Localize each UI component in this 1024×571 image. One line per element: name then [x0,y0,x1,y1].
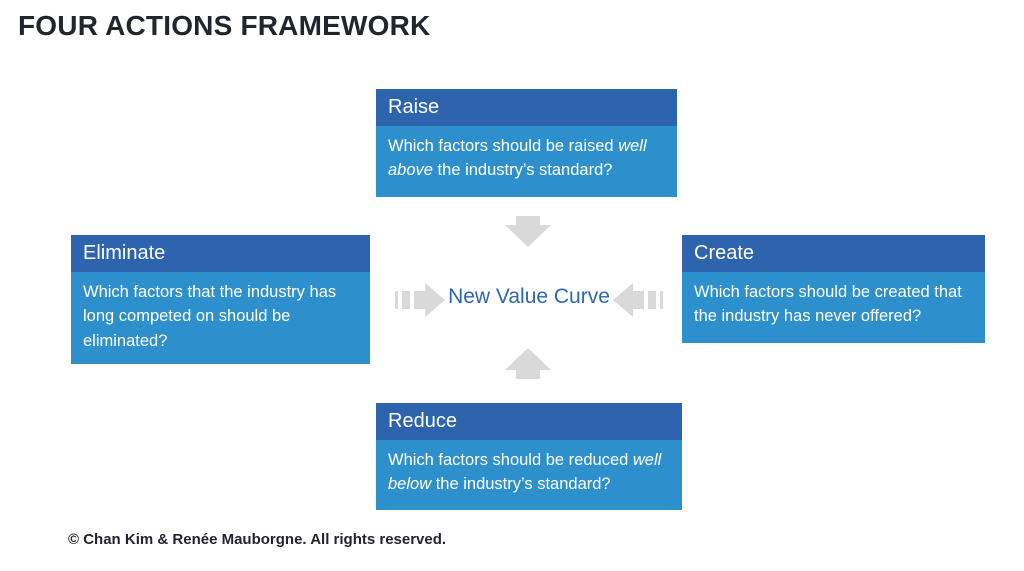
reduce-box-body: Which factors should be reduced well bel… [376,440,682,510]
reduce-box-header: Reduce [376,403,682,440]
raise-box: Raise Which factors should be raised wel… [376,89,677,197]
create-box-body: Which factors should be created that the… [682,272,985,343]
eliminate-box-body: Which factors that the industry has long… [71,272,370,364]
create-body-text: Which factors should be created that the… [694,283,962,326]
eliminate-box-header: Eliminate [71,235,370,272]
striped-right-arrow-icon [395,283,445,317]
eliminate-body-text: Which factors that the industry has long… [83,283,337,350]
raise-box-header: Raise [376,89,677,126]
create-box-header: Create [682,235,985,272]
new-value-curve-label: New Value Curve [448,285,610,308]
down-block-arrow-icon [505,216,551,247]
page-title: FOUR ACTIONS FRAMEWORK [18,10,431,41]
reduce-body-italic: well below [388,451,662,494]
up-block-arrow-icon [505,348,551,379]
raise-body-text: Which factors should be raised [388,137,619,155]
create-box: Create Which factors should be created t… [682,235,985,343]
raise-body-text-end: the industry’s standard? [432,161,613,180]
copyright-footer: © Chan Kim & Renée Mauborgne. All rights… [68,531,447,548]
raise-box-body: Which factors should be raised well abov… [376,126,677,197]
raise-body-italic: well above [388,137,647,180]
reduce-body-text: Which factors should be reduced [388,451,633,469]
striped-left-arrow-icon [613,283,663,317]
reduce-box: Reduce Which factors should be reduced w… [376,403,682,510]
eliminate-box: Eliminate Which factors that the industr… [71,235,370,364]
reduce-body-text-end: the industry’s standard? [431,475,611,494]
